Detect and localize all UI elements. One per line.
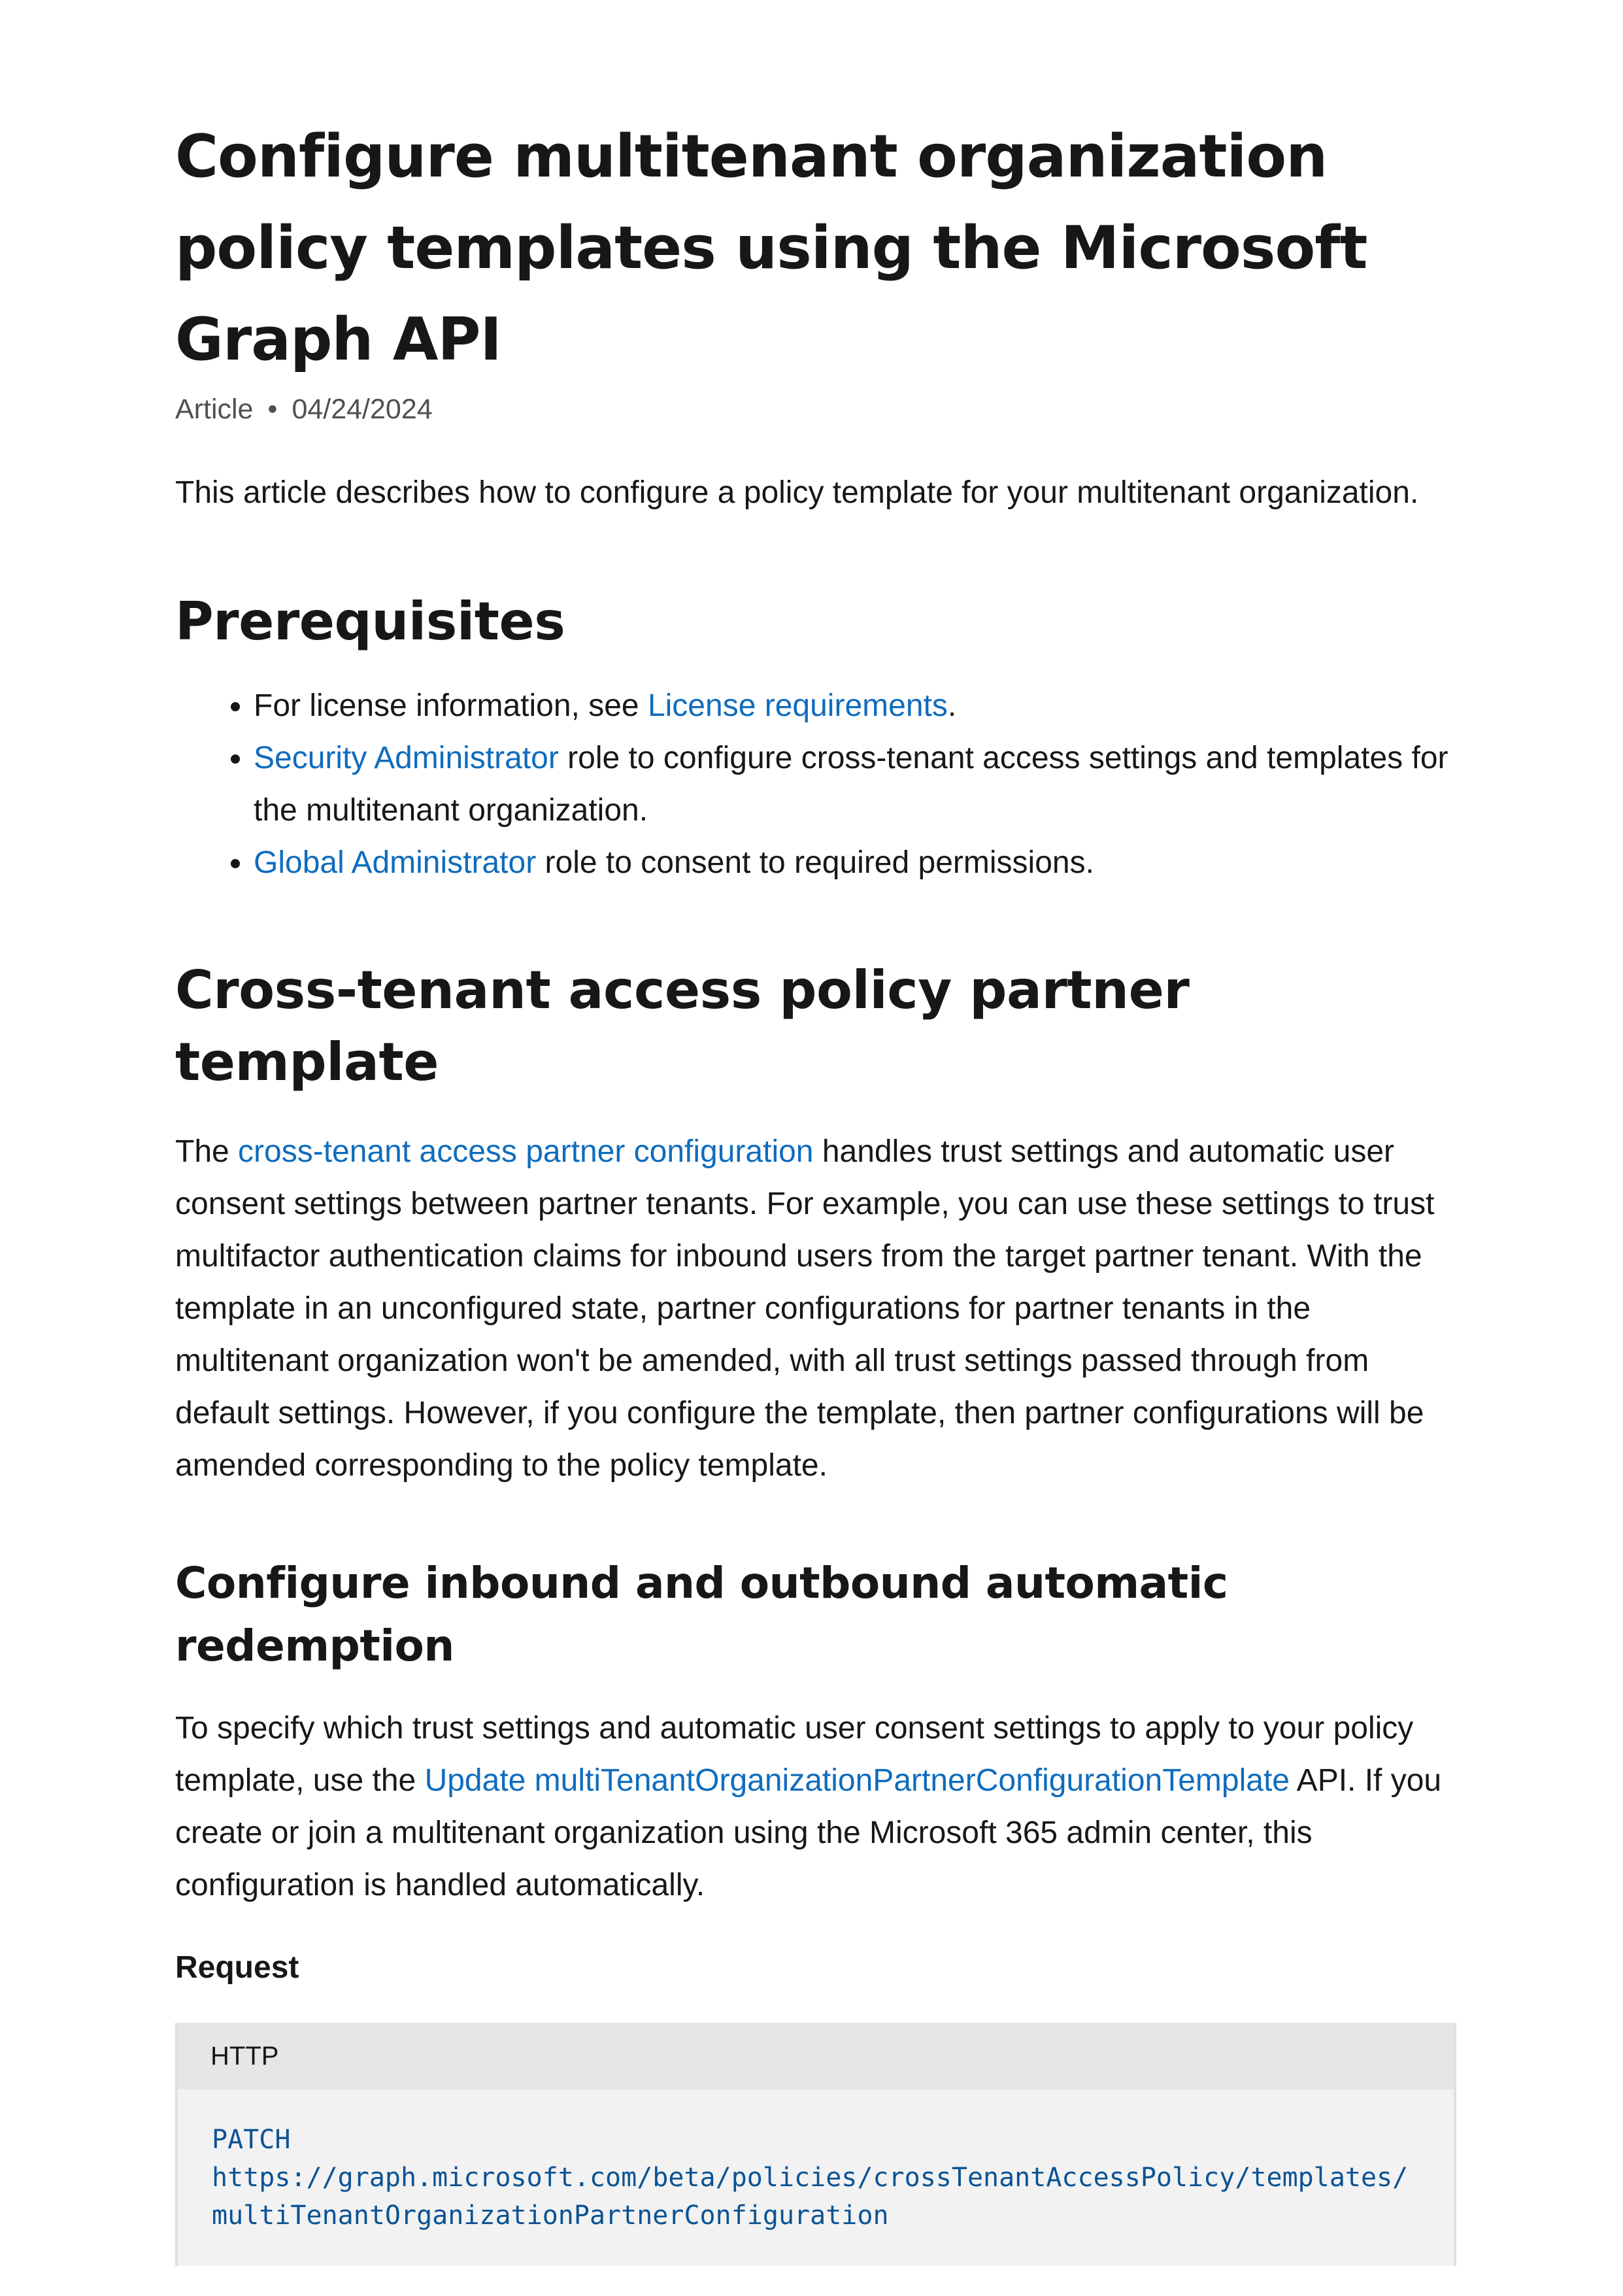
meta-date: 04/24/2024: [292, 394, 433, 425]
intro-paragraph: This article describes how to configure …: [175, 475, 1419, 510]
global-administrator-link[interactable]: Global Administrator: [254, 845, 537, 880]
cross-tenant-partner-configuration-link[interactable]: cross-tenant access partner configuratio…: [238, 1134, 814, 1169]
list-item: For license information, see License req…: [254, 680, 1456, 732]
paragraph-text: The: [175, 1134, 239, 1169]
prerequisites-list: For license information, see License req…: [175, 680, 1456, 889]
cross-tenant-heading: Cross-tenant access policy partner templ…: [175, 960, 1190, 1092]
list-item: Security Administrator role to configure…: [254, 732, 1456, 837]
prerequisites-heading: Prerequisites: [175, 591, 565, 652]
configure-redemption-paragraph: To specify which trust settings and auto…: [175, 1702, 1456, 1912]
list-item-text: role to configure cross-tenant access se…: [254, 741, 1448, 828]
code-line: multiTenantOrganizationPartnerConfigurat…: [212, 2201, 889, 2231]
list-item-text: For license information, see: [254, 688, 648, 723]
code-line: PATCH: [212, 2125, 291, 2155]
page-title: Configure multitenant organization polic…: [175, 122, 1367, 374]
code-line: https://graph.microsoft.com/beta/policie…: [212, 2163, 1409, 2193]
meta-separator: •: [267, 394, 278, 425]
configure-redemption-heading: Configure inbound and outbound automatic…: [175, 1558, 1228, 1671]
cross-tenant-paragraph: The cross-tenant access partner configur…: [175, 1126, 1456, 1492]
article-meta: Article • 04/24/2024: [175, 390, 1456, 429]
meta-type: Article: [175, 394, 254, 425]
paragraph-text: API. If you create or join a multitenant…: [175, 1763, 1442, 1902]
paragraph-text: handles trust settings and automatic use…: [175, 1134, 1435, 1483]
security-administrator-link[interactable]: Security Administrator: [254, 741, 559, 775]
update-template-api-link[interactable]: Update multiTenantOrganizationPartnerCon…: [424, 1763, 1290, 1798]
code-content[interactable]: PATCH https://graph.microsoft.com/beta/po…: [178, 2089, 1454, 2266]
list-item-text: .: [947, 688, 957, 723]
article-page: Configure multitenant organization polic…: [175, 111, 1456, 2266]
list-item-text: role to consent to required permissions.: [536, 845, 1094, 880]
code-block: HTTP PATCH https://graph.microsoft.com/be…: [175, 2023, 1456, 2266]
request-label: Request: [175, 1950, 299, 1985]
license-requirements-link[interactable]: License requirements: [647, 688, 948, 723]
list-item: Global Administrator role to consent to …: [254, 837, 1456, 889]
code-language-label: HTTP: [178, 2023, 1454, 2089]
paragraph-text: To specify which trust settings and auto…: [175, 1711, 1414, 1798]
